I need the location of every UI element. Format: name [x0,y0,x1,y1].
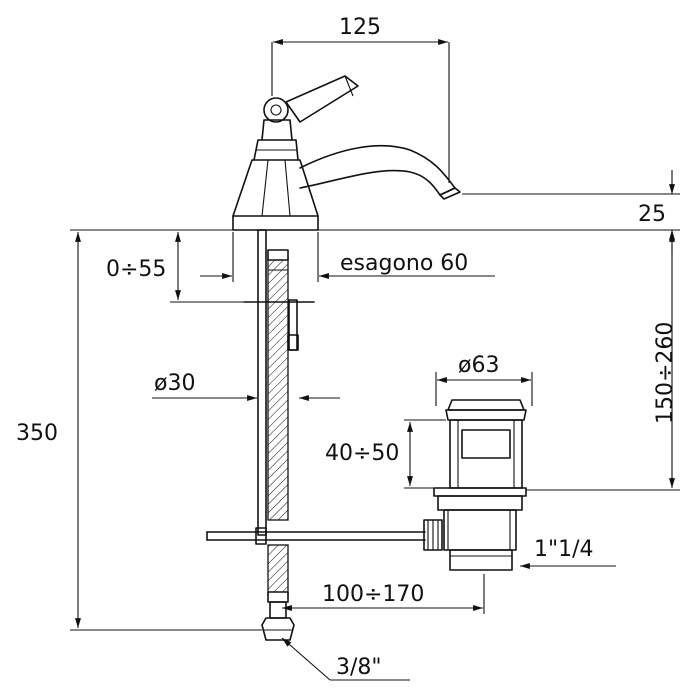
supply-assembly [180,229,680,641]
dim-waste-range: 150÷260 [653,322,678,424]
dim-rod-distance: 100÷170 [322,582,424,607]
dim-pipe-diameter: ø30 [154,371,195,396]
dim-25: 25 [638,202,666,227]
dim-connection: 3/8" [336,655,382,680]
faucet-body [232,75,461,231]
dim-125: 125 [339,15,381,40]
dim-plug-diameter: ø63 [458,353,499,378]
dimension-lines [70,39,680,681]
dim-total-height: 350 [16,421,58,446]
waste-assembly [206,399,527,571]
dim-waste-thread: 1"1/4 [534,537,594,562]
dim-plug-height: 40÷50 [325,441,399,466]
dim-deck-thickness: 0÷55 [106,257,166,282]
dim-hexagon: esagono 60 [340,251,468,276]
